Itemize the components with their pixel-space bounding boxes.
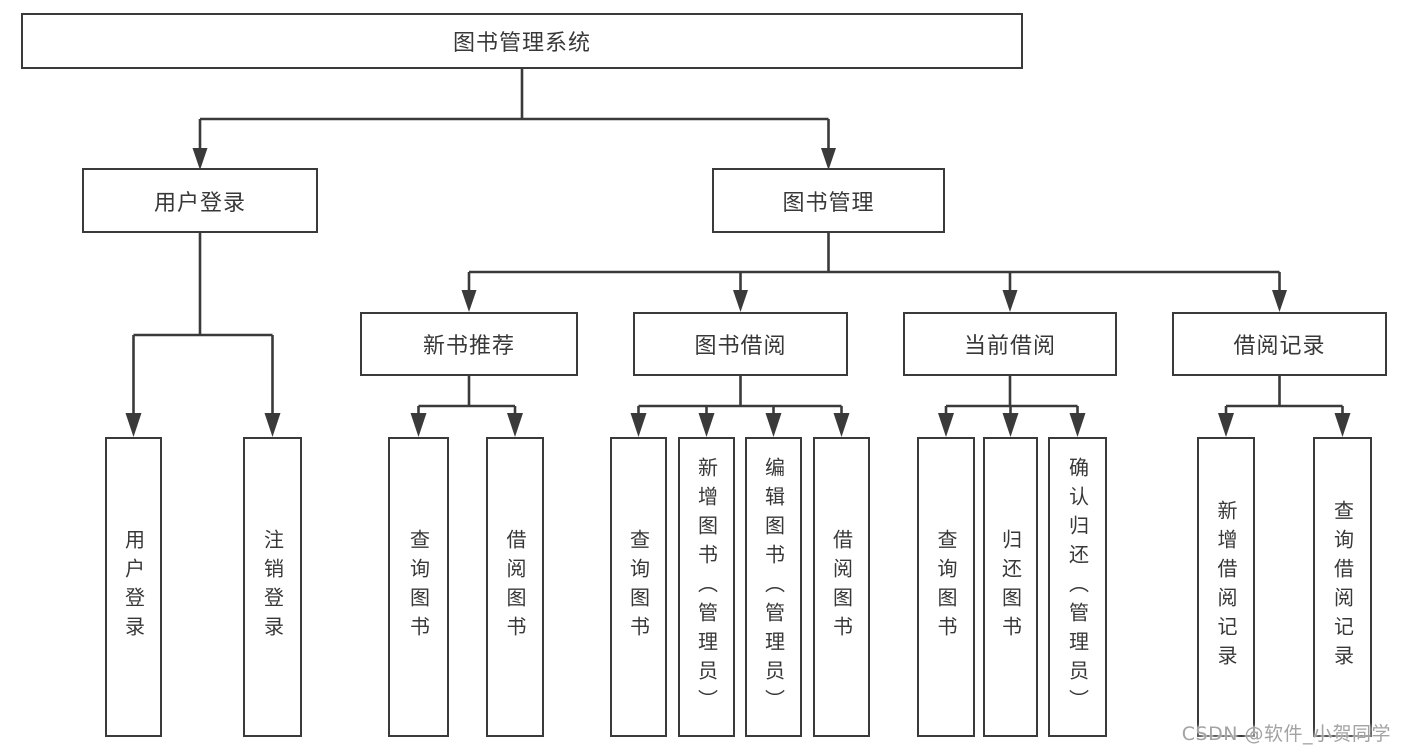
leaf-user-login: 用户登录 bbox=[105, 437, 162, 737]
node-label: 用户登录 bbox=[153, 190, 246, 216]
node-label: 新书推荐 bbox=[422, 334, 515, 359]
node-label: 确认归还（管理员） bbox=[1065, 456, 1090, 718]
leaf-return-book: 归还图书 bbox=[983, 437, 1038, 737]
node-library-system: 图书管理系统 bbox=[21, 13, 1023, 69]
node-label: 借阅图书 bbox=[503, 529, 527, 645]
leaf-add-book-admin: 新增图书（管理员） bbox=[678, 437, 735, 737]
leaf-query-books-recommend: 查询图书 bbox=[388, 437, 449, 737]
node-label: 注销登录 bbox=[260, 529, 285, 645]
node-label: 查询借阅记录 bbox=[1330, 500, 1355, 674]
leaf-logout: 注销登录 bbox=[243, 437, 302, 737]
node-current-borrowing: 当前借阅 bbox=[903, 312, 1117, 376]
node-label: 查询图书 bbox=[406, 529, 431, 645]
node-label: 当前借阅 bbox=[963, 334, 1056, 359]
leaf-query-books-borrowing: 查询图书 bbox=[610, 437, 667, 737]
node-user-login-module: 用户登录 bbox=[82, 168, 318, 233]
node-label: 图书借阅 bbox=[694, 334, 787, 359]
leaf-borrow-books-recommend: 借阅图书 bbox=[486, 437, 544, 737]
node-borrowing-records: 借阅记录 bbox=[1172, 312, 1387, 376]
node-label: 编辑图书（管理员） bbox=[761, 456, 786, 718]
leaf-edit-book-admin: 编辑图书（管理员） bbox=[745, 437, 802, 737]
leaf-query-books-current: 查询图书 bbox=[917, 437, 975, 737]
node-label: 用户登录 bbox=[121, 529, 146, 645]
csdn-watermark: CSDN @软件_小贺同学 bbox=[1181, 723, 1391, 745]
node-label: 新增借阅记录 bbox=[1214, 500, 1238, 674]
node-book-management-module: 图书管理 bbox=[712, 168, 945, 233]
node-label: 借阅记录 bbox=[1233, 334, 1326, 359]
node-label: 查询图书 bbox=[934, 529, 958, 645]
leaf-query-borrow-record: 查询借阅记录 bbox=[1313, 437, 1372, 737]
node-label: 查询图书 bbox=[626, 529, 651, 645]
node-book-borrowing: 图书借阅 bbox=[633, 312, 848, 376]
arrowheads bbox=[125, 148, 1351, 437]
node-label: 借阅图书 bbox=[829, 529, 854, 645]
node-label: 图书管理系统 bbox=[452, 31, 591, 56]
leaf-confirm-return-admin: 确认归还（管理员） bbox=[1048, 437, 1107, 737]
node-label: 新增图书（管理员） bbox=[694, 456, 719, 718]
node-label: 图书管理 bbox=[782, 190, 875, 216]
node-label: 归还图书 bbox=[998, 529, 1023, 645]
node-new-book-recommendation: 新书推荐 bbox=[360, 312, 578, 376]
leaf-add-borrow-record: 新增借阅记录 bbox=[1197, 437, 1255, 737]
leaf-borrow-books-borrowing: 借阅图书 bbox=[813, 437, 870, 737]
